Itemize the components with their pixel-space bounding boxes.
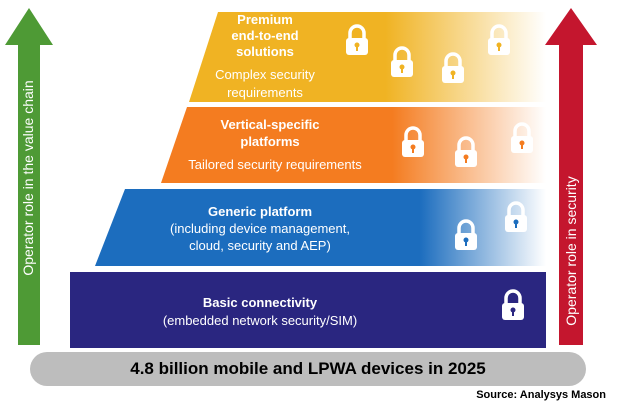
tier-premium-subtitle: Complex security requirements: [215, 67, 315, 100]
padlock-icon: [502, 289, 524, 320]
padlock-icon: [455, 136, 477, 167]
tier-basic-text: Basic connectivity (embedded network sec…: [135, 294, 385, 330]
padlock-icon: [442, 52, 464, 83]
source-note: Source: Analysys Mason: [476, 389, 606, 401]
padlock-icon: [455, 219, 477, 250]
left-arrow: [5, 8, 53, 345]
tier-vertical-title: Vertical-specific platforms: [220, 117, 320, 149]
tier-generic-subtitle-2: cloud, security and AEP): [189, 238, 331, 253]
right-arrow-label: Operator role in security: [563, 176, 579, 326]
left-arrow-label: Operator role in the value chain: [20, 80, 36, 276]
padlock-icon: [346, 24, 368, 55]
padlock-icon: [511, 122, 533, 153]
tier-generic-subtitle-1: (including device management,: [170, 221, 350, 236]
tier-generic-text: Generic platform (including device manag…: [140, 203, 380, 254]
right-arrow: [545, 8, 597, 345]
tier-generic-title: Generic platform: [207, 204, 313, 219]
padlock-icon: [402, 126, 424, 157]
tier-vertical-subtitle: Tailored security requirements: [188, 157, 362, 172]
padlock-icon: [488, 24, 510, 55]
padlock-icon: [391, 46, 413, 77]
lock-group: [346, 24, 533, 320]
tier-basic-title: Basic connectivity: [202, 295, 318, 310]
tier-basic-subtitle: (embedded network security/SIM): [162, 313, 358, 328]
tier-basic: [70, 272, 546, 348]
base-label: 4.8 billion mobile and LPWA devices in 2…: [130, 359, 486, 378]
tier-vertical: [161, 107, 546, 183]
padlock-icon: [505, 201, 527, 232]
tier-generic: [95, 189, 546, 266]
tier-premium-title: Premium end-to-end solutions: [231, 12, 299, 59]
base-bar: [30, 352, 586, 386]
